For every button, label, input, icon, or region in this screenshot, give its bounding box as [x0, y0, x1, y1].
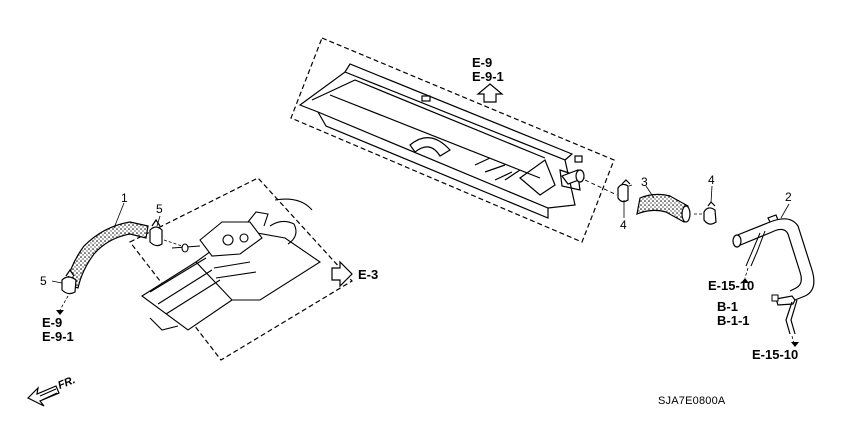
ref-left-e9[interactable]: E-9: [42, 315, 63, 330]
hose-1: [65, 221, 149, 289]
ref-top-e9[interactable]: E-9: [472, 55, 493, 70]
intake-manifold: [141, 198, 321, 331]
front-direction-arrow-icon: [26, 385, 60, 407]
ref-top-e9-1[interactable]: E-9-1: [472, 69, 504, 84]
cylinder-head-cover: [298, 63, 583, 219]
cylinder-head-cover-boundary: [290, 37, 615, 243]
part-number-4-bottom: 4: [620, 218, 627, 232]
ref-b1-1[interactable]: B-1-1: [717, 313, 750, 328]
part-number-2: 2: [785, 190, 792, 204]
part-number-3: 3: [641, 175, 648, 189]
ref-left-e9-1[interactable]: E-9-1: [42, 329, 74, 344]
up-arrow-icon: [476, 83, 504, 103]
ref-e3[interactable]: E-3: [358, 267, 379, 282]
clamp-5-upper: [149, 218, 163, 247]
hose-3: [636, 193, 689, 223]
pipe-2: [732, 214, 815, 335]
diagram-code: SJA7E0800A: [658, 395, 726, 407]
part-number-5-top: 5: [156, 202, 163, 216]
right-arrow-icon: [331, 260, 353, 288]
ref-b1[interactable]: B-1: [717, 299, 738, 314]
ref-e15-10-upper[interactable]: E-15-10: [708, 278, 755, 293]
part-number-5-bottom: 5: [40, 274, 47, 288]
ref-e15-10-lower[interactable]: E-15-10: [752, 347, 799, 362]
intake-manifold-boundary: [129, 177, 353, 361]
clamp-5-lower: [61, 268, 77, 295]
clamp-4-right: [703, 201, 717, 225]
cover-outlet-pipe: [561, 169, 585, 185]
part-number-1: 1: [121, 191, 128, 205]
clamp-4-left: [617, 179, 631, 203]
part-number-4-top: 4: [708, 173, 715, 187]
